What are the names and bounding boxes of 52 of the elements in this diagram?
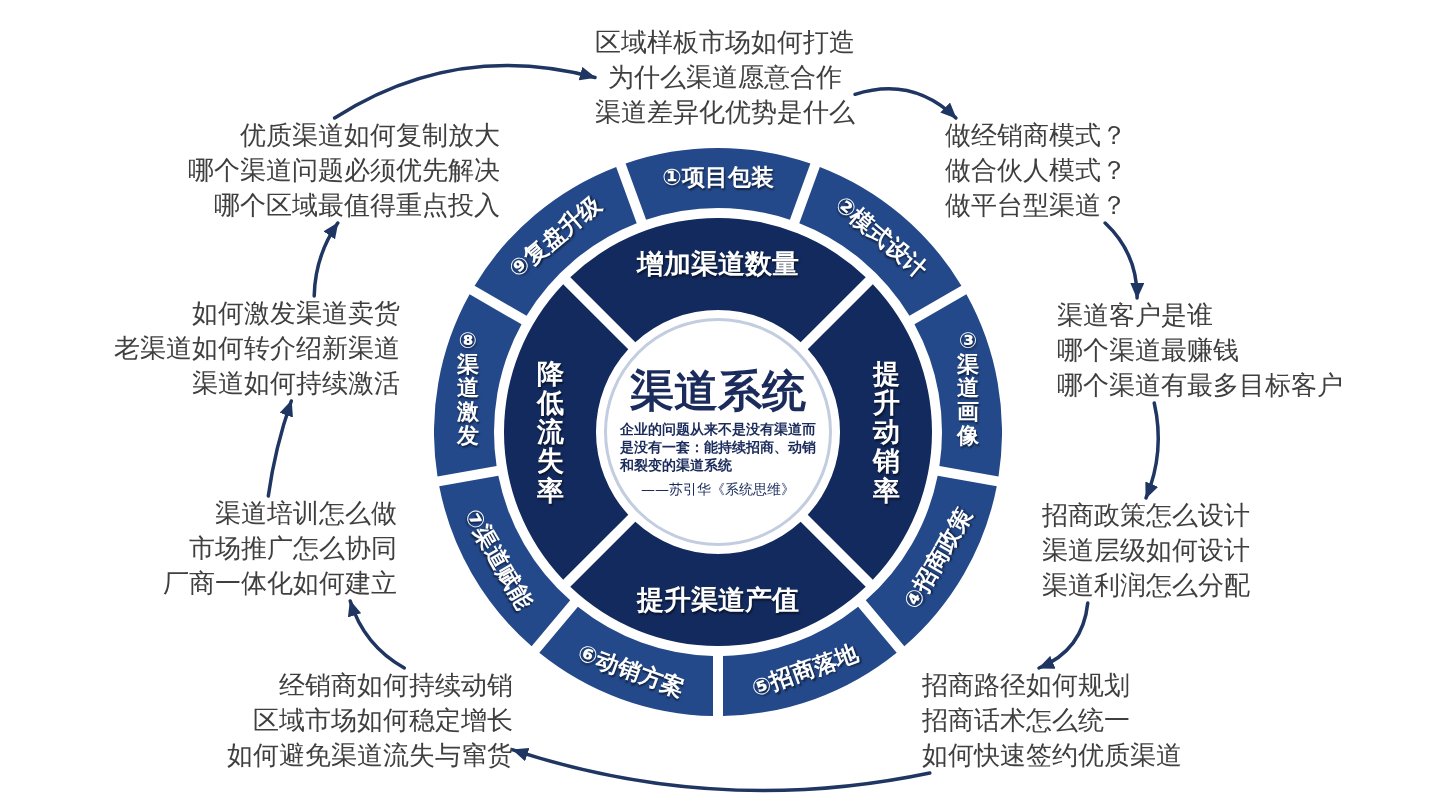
question-text: 厂商一体化如何建立 — [163, 567, 397, 600]
question-text: 渠道如何持续激活 — [191, 367, 400, 400]
question-text: 老渠道如何转介绍新渠道 — [114, 332, 400, 365]
segment-label: ④招商政策 — [899, 504, 977, 614]
question-text: 区域样板市场如何打造 — [595, 26, 855, 59]
segment-label: ⑧渠道激发 — [456, 328, 479, 448]
arrow — [266, 399, 294, 498]
segment-label: ②模式设计 — [830, 191, 933, 283]
arrow — [1037, 601, 1090, 670]
question-text: 做合伙人模式？ — [945, 154, 1127, 187]
question-text: 经销商如何持续动销 — [278, 669, 513, 702]
question-text: 哪个区域最值得重点投入 — [213, 189, 500, 222]
segment-label: ⑤招商落地 — [748, 639, 862, 702]
segment-label: 提升渠道产值 — [637, 585, 799, 615]
center-title: 渠道系统 — [630, 366, 806, 416]
question-text: 渠道客户是谁 — [1057, 299, 1214, 332]
segment-label: ③渠道画像 — [957, 328, 980, 448]
question-text: 渠道层级如何设计 — [1042, 534, 1250, 567]
arrow — [1103, 221, 1144, 300]
arrow — [332, 63, 597, 120]
question-text: 招商话术怎么统一 — [922, 704, 1131, 737]
quote-attribution: ——苏引华《系统思维》 — [641, 480, 795, 498]
segment-label: ⑥动销方案 — [574, 639, 688, 702]
question-text: 渠道培训怎么做 — [214, 497, 397, 530]
arrow — [348, 599, 407, 670]
arrow — [312, 221, 340, 298]
quote-text: 企业的问题从来不是没有渠道而是没有一套：能持续招商、动销和裂变的渠道系统 — [620, 420, 816, 474]
segment-label: ①项目包装 — [662, 165, 774, 191]
question-text: 招商路径如何规划 — [922, 669, 1131, 702]
question-text: 渠道差异化优势是什么 — [595, 96, 855, 129]
question-text: 市场推广怎么协同 — [188, 532, 397, 565]
question-text: 如何避免渠道流失与窜货 — [227, 739, 513, 772]
segment-label: 降低流失率 — [536, 359, 564, 505]
segment-label: ⑨复盘升级 — [503, 191, 606, 283]
arrow — [511, 747, 932, 793]
question-text: 区域市场如何稳定增长 — [252, 704, 513, 737]
question-text: 招商政策怎么设计 — [1042, 499, 1250, 532]
question-text: 优质渠道如何复制放大 — [239, 119, 500, 152]
question-text: 渠道利润怎么分配 — [1042, 569, 1250, 602]
question-text: 哪个渠道最赚钱 — [1057, 334, 1240, 367]
question-text: 如何快速签约优质渠道 — [922, 739, 1182, 772]
question-text: 做经销商模式？ — [945, 119, 1127, 152]
question-text: 为什么渠道愿意合作 — [607, 61, 843, 94]
question-text: 如何激发渠道卖货 — [191, 297, 400, 330]
segment-label: 增加渠道数量 — [637, 249, 799, 279]
arrow — [853, 87, 958, 120]
question-text: 做平台型渠道？ — [945, 189, 1127, 222]
arrow — [1144, 401, 1160, 500]
segment-label: 提升动销率 — [872, 359, 900, 505]
question-text: 哪个渠道有最多目标客户 — [1057, 369, 1343, 402]
question-text: 哪个渠道问题必须优先解决 — [188, 154, 500, 187]
segment-label: ⑦渠道赋能 — [459, 504, 537, 614]
